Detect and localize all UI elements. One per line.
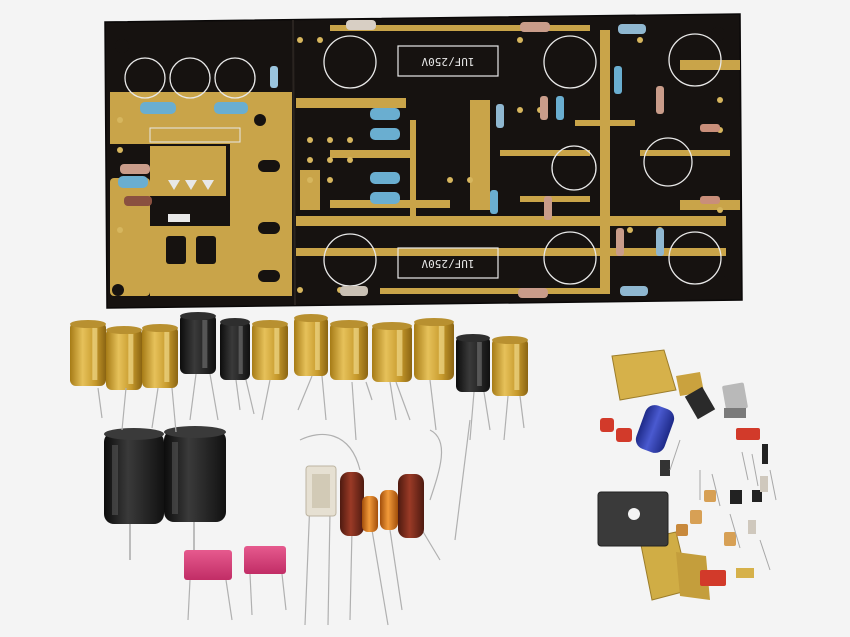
electrolytic-capacitors-row: [70, 312, 528, 396]
large-filter-capacitors: [104, 426, 226, 560]
electrolytic-capacitor: [456, 334, 490, 392]
electrolytic-capacitor: [330, 320, 368, 380]
electrolytic-capacitor: [220, 318, 250, 380]
electrolytic-capacitor: [294, 314, 328, 376]
rectifier-diodes: [149, 127, 241, 222]
electrolytic-capacitor: [142, 324, 178, 388]
electrolytic-capacitor: [414, 318, 454, 380]
film-cap-label-bottom: 1UF/250V: [421, 257, 474, 270]
small-components-pile: [597, 349, 777, 601]
silkscreen-capacitor-outlines: [124, 33, 722, 287]
electrolytic-capacitor: [180, 312, 216, 374]
film-capacitor-outline-top: 1UF/250V: [397, 45, 499, 77]
electrolytic-capacitor: [70, 320, 106, 386]
gold-copper-traces: [110, 25, 740, 296]
component-leads: [97, 373, 525, 626]
electrolytic-capacitor: [492, 336, 528, 396]
electrolytic-capacitor: [252, 320, 288, 380]
filter-capacitor: [104, 428, 164, 560]
electrolytic-capacitor: [372, 322, 412, 382]
mounted-resistors: [118, 20, 720, 298]
film-capacitors-pink: [184, 546, 286, 580]
pcb-board: 1UF/250V 1UF/250V: [104, 13, 743, 309]
film-cap-label-top: 1UF/250V: [421, 55, 474, 68]
wirewound-resistors: [340, 472, 424, 538]
electrolytic-capacitor: [106, 326, 142, 390]
film-capacitor-outline-bottom: 1UF/250V: [397, 247, 499, 279]
ceramic-resistor: [305, 465, 337, 517]
filter-capacitor: [164, 426, 226, 560]
